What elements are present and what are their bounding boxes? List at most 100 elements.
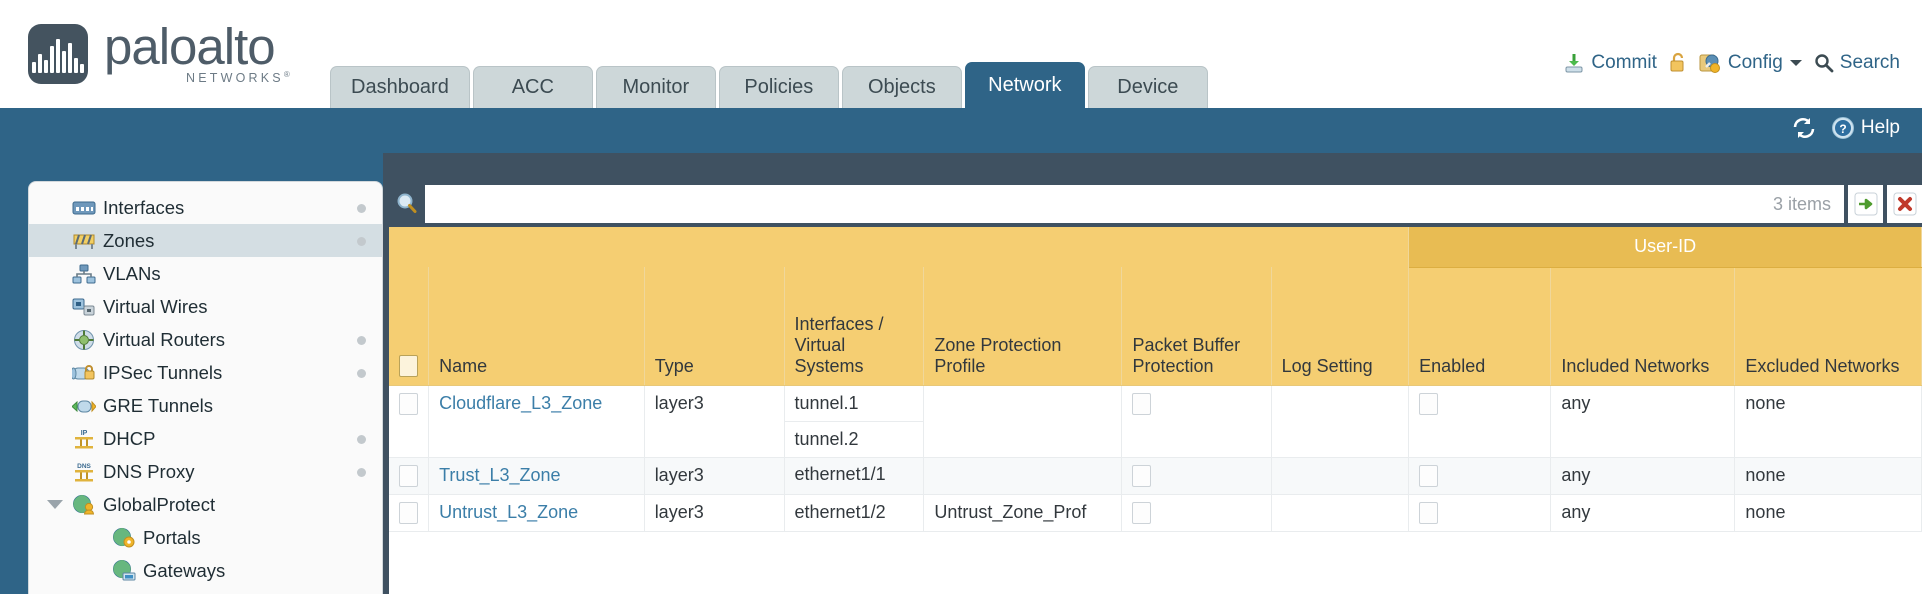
cell-userid-enabled	[1408, 494, 1552, 533]
cell-included-networks: any	[1550, 494, 1736, 533]
cell-interfaces: ethernet1/1	[784, 457, 925, 495]
packet-buffer-protection-checkbox[interactable]	[1132, 502, 1152, 524]
zone-name-link[interactable]: Untrust_L3_Zone	[439, 501, 579, 522]
sidebar-item-label: Portals	[143, 526, 201, 548]
search-button[interactable]: Search	[1814, 52, 1900, 74]
main-nav-tabs: Dashboard ACC Monitor Policies Objects N…	[330, 50, 1211, 108]
cell-included-networks: any	[1550, 457, 1736, 495]
body-area: Interfaces Zones VLANs Vir	[0, 153, 1922, 594]
cell-name: Trust_L3_Zone	[428, 457, 645, 495]
apply-filter-button[interactable]	[1848, 185, 1883, 223]
table-row[interactable]: Cloudflare_L3_Zone layer3 tunnel.1 tunne…	[389, 385, 1922, 458]
globalprotect-icon	[71, 494, 96, 516]
virtual-wires-icon	[71, 296, 96, 318]
packet-buffer-protection-checkbox[interactable]	[1132, 392, 1152, 415]
col-packet-buffer-protection[interactable]: Packet Buffer Protection	[1121, 267, 1272, 386]
filter-magnifier-icon[interactable]	[389, 192, 425, 216]
cell-excluded-networks: none	[1734, 457, 1922, 495]
userid-enabled-checkbox[interactable]	[1419, 392, 1439, 415]
unlocked-padlock-icon[interactable]	[1668, 52, 1688, 74]
zone-name-link[interactable]: Trust_L3_Zone	[439, 464, 561, 485]
paloalto-logo-mark-icon	[28, 23, 88, 84]
col-excluded-networks[interactable]: Excluded Networks	[1734, 267, 1922, 386]
col-userid-enabled[interactable]: Enabled	[1408, 267, 1552, 386]
tab-acc[interactable]: ACC	[472, 66, 593, 108]
cell-zone-protection-profile	[923, 385, 1123, 458]
sidebar-item-dns-proxy[interactable]: DNS DNS Proxy	[29, 455, 382, 488]
col-included-networks[interactable]: Included Networks	[1550, 267, 1736, 386]
interfaces-icon	[71, 197, 96, 219]
tab-dashboard[interactable]: Dashboard	[330, 66, 470, 108]
col-zone-protection-profile[interactable]: Zone Protection Profile	[923, 267, 1123, 386]
svg-text:IP: IP	[80, 430, 87, 437]
sidebar-item-zones[interactable]: Zones	[29, 224, 382, 257]
cell-type: layer3	[644, 457, 785, 495]
zones-table: User-ID Name Type Interfaces / Virtual S…	[389, 227, 1922, 533]
chevron-down-icon[interactable]	[47, 499, 63, 509]
userid-enabled-checkbox[interactable]	[1419, 502, 1439, 524]
select-all-checkbox[interactable]	[399, 354, 418, 377]
filter-bar: 3 items	[383, 181, 1922, 227]
sidebar-item-vlans[interactable]: VLANs	[29, 257, 382, 290]
row-select-cell	[389, 494, 430, 533]
sub-header-actions: ? Help	[1791, 116, 1900, 140]
group-header-spacer	[389, 227, 1410, 267]
cell-log-setting	[1271, 494, 1410, 533]
vlans-icon	[71, 263, 96, 285]
config-wrench-icon	[1699, 52, 1722, 74]
tab-objects[interactable]: Objects	[841, 66, 962, 108]
col-interfaces-virtual-systems[interactable]: Interfaces / Virtual Systems	[784, 267, 925, 386]
logo-bars-icon	[32, 38, 84, 73]
svg-text:DNS: DNS	[77, 463, 91, 470]
userid-enabled-checkbox[interactable]	[1419, 464, 1439, 487]
row-checkbox[interactable]	[399, 464, 418, 487]
cell-interfaces: ethernet1/2	[784, 494, 925, 533]
row-checkbox[interactable]	[399, 392, 418, 415]
zone-name-link[interactable]: Cloudflare_L3_Zone	[439, 392, 603, 413]
sidebar-item-virtual-routers[interactable]: Virtual Routers	[29, 323, 382, 356]
sub-header-band: ? Help	[0, 108, 1922, 153]
packet-buffer-protection-checkbox[interactable]	[1132, 464, 1152, 487]
cell-zone-protection-profile	[923, 457, 1123, 495]
refresh-icon[interactable]	[1791, 116, 1817, 140]
sidebar-item-gateways[interactable]: Gateways	[29, 554, 382, 587]
commit-button[interactable]: Commit	[1563, 52, 1657, 74]
cell-log-setting	[1271, 385, 1410, 458]
sidebar-item-gre-tunnels[interactable]: GRE Tunnels	[29, 389, 382, 422]
search-input[interactable]: 3 items	[425, 185, 1844, 223]
cell-packet-buffer-protection	[1121, 457, 1272, 495]
sidebar-item-label: Virtual Routers	[103, 328, 226, 350]
sidebar-item-dhcp[interactable]: IP DHCP	[29, 422, 382, 455]
cell-userid-enabled	[1408, 457, 1552, 495]
dns-proxy-icon: DNS	[71, 461, 96, 483]
sidebar-item-label: VLANs	[103, 262, 161, 284]
sidebar-item-virtual-wires[interactable]: Virtual Wires	[29, 290, 382, 323]
sidebar-item-portals[interactable]: Portals	[29, 521, 382, 554]
sidebar-item-label: Virtual Wires	[103, 295, 208, 317]
tab-network[interactable]: Network	[964, 62, 1085, 108]
select-all-header	[389, 267, 430, 386]
sidebar-item-interfaces[interactable]: Interfaces	[29, 191, 382, 224]
config-menu-button[interactable]: Config	[1699, 52, 1803, 74]
ipsec-tunnels-icon	[71, 362, 96, 384]
row-checkbox[interactable]	[399, 502, 418, 524]
sidebar-item-ipsec-tunnels[interactable]: IPSec Tunnels	[29, 356, 382, 389]
chevron-down-icon	[1789, 58, 1803, 68]
help-button[interactable]: ? Help	[1831, 116, 1900, 140]
col-log-setting[interactable]: Log Setting	[1271, 267, 1410, 386]
tab-monitor[interactable]: Monitor	[595, 66, 716, 108]
commit-label: Commit	[1591, 52, 1657, 73]
table-row[interactable]: Trust_L3_Zone layer3 ethernet1/1 any non…	[389, 457, 1922, 495]
table-row[interactable]: Untrust_L3_Zone layer3 ethernet1/2 Untru…	[389, 494, 1922, 533]
tab-device[interactable]: Device	[1087, 66, 1208, 108]
sidebar-status-dot	[357, 434, 366, 444]
sidebar-item-globalprotect[interactable]: GlobalProtect	[29, 488, 382, 521]
clear-filter-button[interactable]	[1887, 185, 1922, 223]
cell-userid-enabled	[1408, 385, 1552, 458]
col-name[interactable]: Name	[428, 267, 645, 386]
item-count-label: 3 items	[1772, 193, 1831, 214]
tab-policies[interactable]: Policies	[718, 66, 839, 108]
left-sidebar: Interfaces Zones VLANs Vir	[28, 181, 383, 594]
sidebar-status-dot	[357, 368, 366, 378]
col-type[interactable]: Type	[644, 267, 785, 386]
